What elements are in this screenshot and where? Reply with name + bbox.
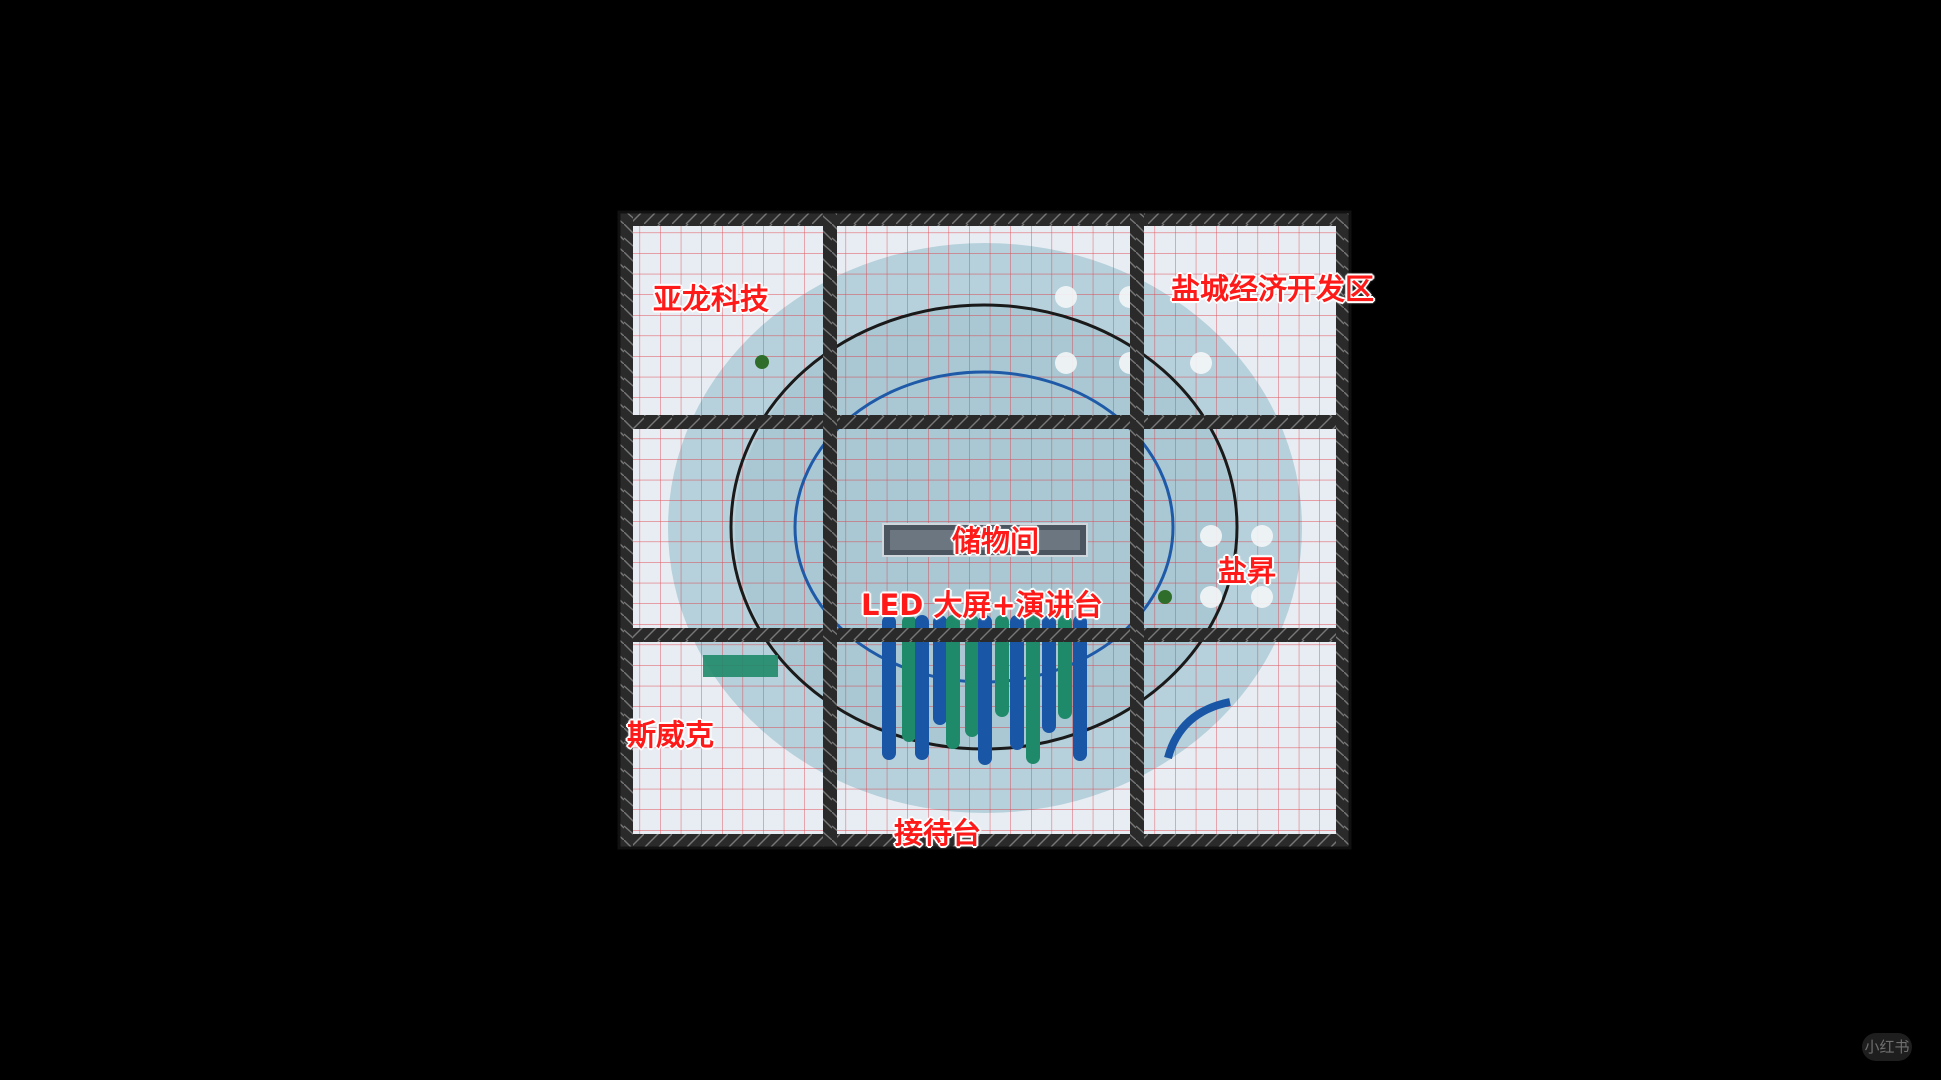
storage-room — [882, 523, 1088, 557]
zone-label-yansheng: 盐昇 — [1218, 554, 1277, 588]
led-columns — [882, 615, 1087, 765]
zone-label-yalong: 亚龙科技 — [653, 282, 770, 316]
zone-label-yancheng: 盐城经济开发区 — [1171, 272, 1375, 306]
watermark-logo: 小红书 — [1862, 1033, 1912, 1061]
counter-swaik — [703, 655, 778, 677]
reception-desk — [1164, 698, 1231, 760]
zone-label-storage: 储物间 — [952, 524, 1040, 558]
zone-label-led: LED 大屏+演讲台 — [861, 588, 1103, 622]
truss-frame — [617, 210, 1352, 850]
zone-label-swaik: 斯威克 — [627, 718, 715, 752]
plant-icon — [755, 355, 1172, 604]
zone-label-reception: 接待台 — [894, 816, 982, 850]
